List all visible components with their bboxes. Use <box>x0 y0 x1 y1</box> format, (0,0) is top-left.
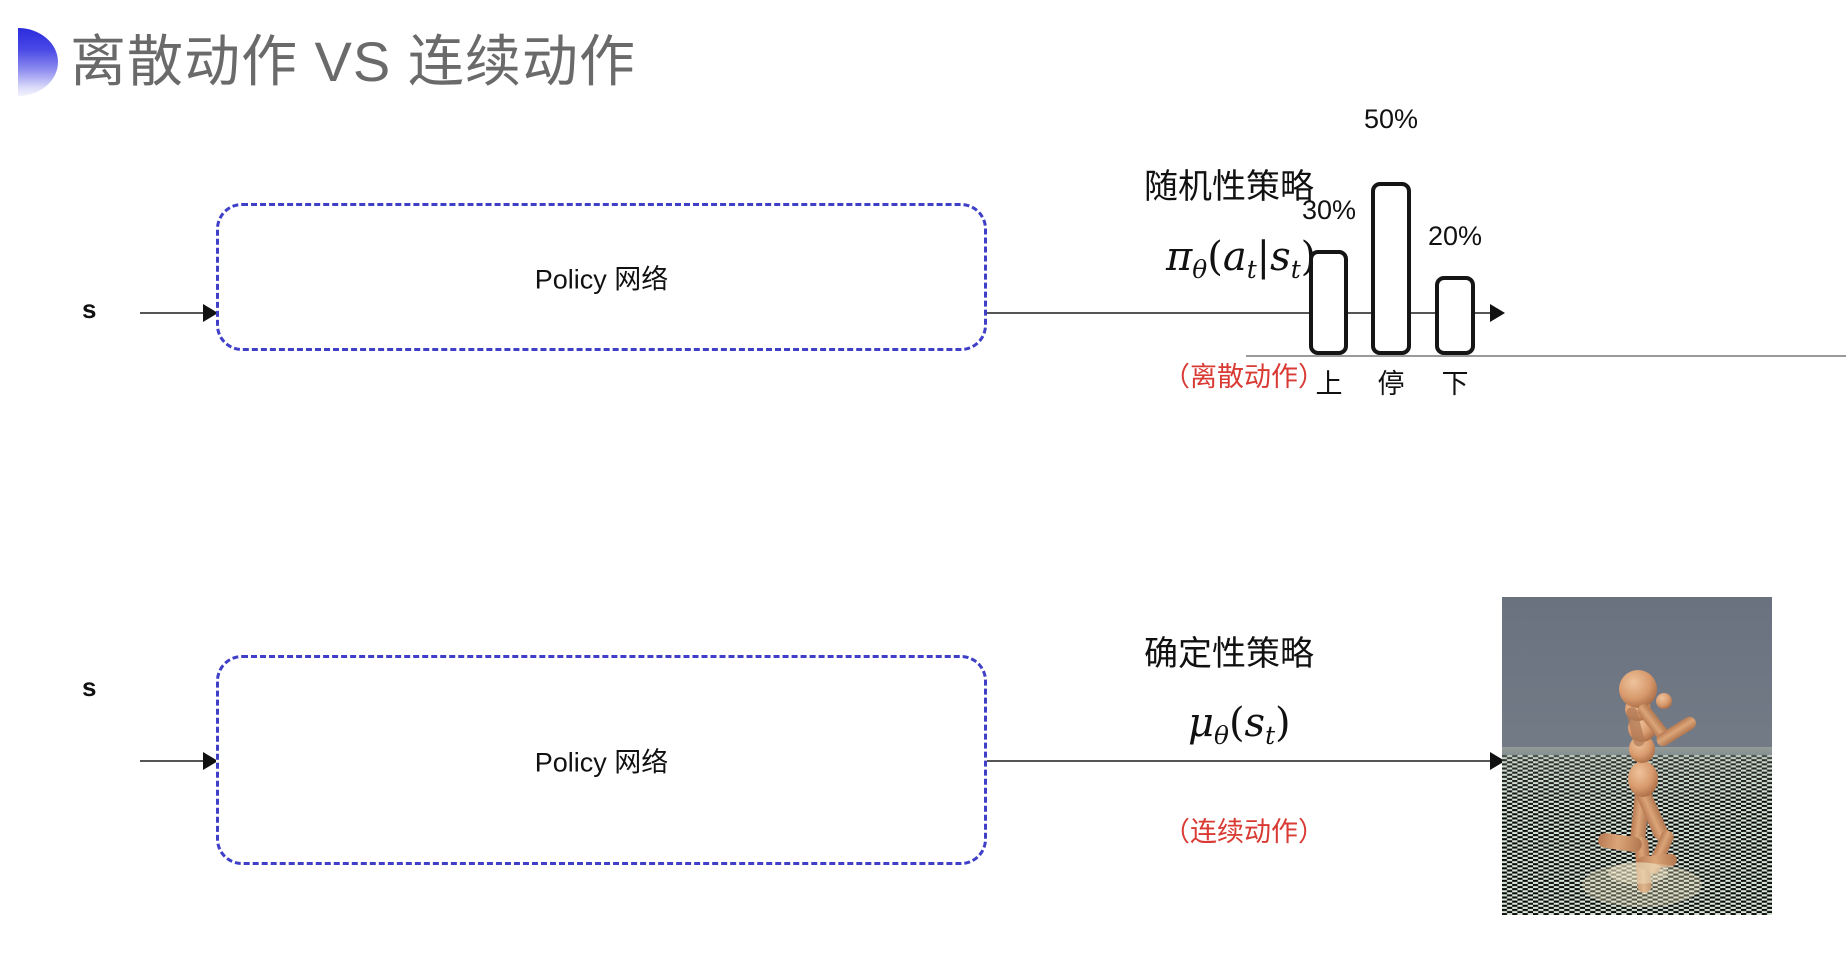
formula-conditional-bar: | <box>1256 234 1271 280</box>
chart-bar-value-1: 50% <box>1363 104 1419 134</box>
formula-open-paren: ( <box>1228 700 1245 746</box>
output-arrow-head-discrete <box>1490 304 1505 322</box>
formula-close-paren: ) <box>1275 700 1291 746</box>
policy-type-heading-continuous: 确定性策略 <box>1144 635 1314 673</box>
formula-fn: π <box>1166 234 1193 280</box>
chart-bar-value-2: 20% <box>1427 221 1483 251</box>
action-probability-bar-chart: 30% 上 50% 停 20% 下 <box>1246 96 1846 406</box>
chart-bar-value-0: 30% <box>1301 195 1357 225</box>
policy-formula-discrete: πθ(at|st) <box>1166 234 1316 284</box>
floor-highlight <box>1608 862 1668 884</box>
input-arrow-line-discrete <box>140 312 206 314</box>
formula-state: s <box>1244 700 1266 746</box>
humanoid-scene-svg <box>1502 597 1772 915</box>
chart-bar-0 <box>1309 250 1348 355</box>
output-arrow-head-continuous <box>1490 752 1505 770</box>
formula-state-subscript: t <box>1290 254 1301 284</box>
formula-action-subscript: t <box>1246 254 1257 284</box>
humanoid-simulation-image <box>1502 597 1772 915</box>
state-label-discrete: s <box>82 294 97 324</box>
output-arrow-line-continuous <box>987 760 1495 762</box>
formula-fn: μ <box>1188 700 1214 746</box>
formula-open-paren: ( <box>1207 234 1223 280</box>
action-type-note-discrete: （离散动作） <box>1163 362 1325 392</box>
chart-bar-category-1: 停 <box>1377 369 1405 399</box>
floor-reflection <box>1582 863 1702 907</box>
chart-bar-1 <box>1371 182 1411 355</box>
policy-type-heading-discrete: 随机性策略 <box>1144 168 1314 206</box>
policy-network-box-continuous[interactable]: Policy 网络 <box>216 655 987 865</box>
input-arrow-head-discrete <box>203 304 218 322</box>
state-label-continuous: s <box>82 672 97 702</box>
formula-theta-subscript: θ <box>1192 254 1208 284</box>
formula-theta-subscript: θ <box>1214 720 1229 750</box>
input-arrow-line-continuous <box>140 760 206 762</box>
formula-action: a <box>1222 234 1247 280</box>
title-bullet-icon <box>18 28 58 96</box>
chart-bar-category-2: 下 <box>1441 369 1469 399</box>
policy-network-label-discrete: Policy 网络 <box>534 264 669 295</box>
page-title: 离散动作 VS 连续动作 <box>70 30 636 93</box>
humanoid-body <box>1598 670 1696 893</box>
policy-formula-continuous: μθ(st) <box>1188 700 1291 750</box>
chart-axis-line <box>1246 355 1846 357</box>
input-arrow-head-continuous <box>203 752 218 770</box>
policy-network-box-discrete[interactable]: Policy 网络 <box>216 203 987 351</box>
policy-network-label-continuous: Policy 网络 <box>534 747 669 778</box>
formula-state: s <box>1270 234 1291 280</box>
action-type-note-continuous: （连续动作） <box>1163 817 1325 847</box>
formula-state-subscript: t <box>1265 720 1276 750</box>
chart-bar-category-0: 上 <box>1315 369 1343 399</box>
chart-bar-2 <box>1435 276 1475 355</box>
output-arrow-line-discrete <box>987 312 1495 314</box>
